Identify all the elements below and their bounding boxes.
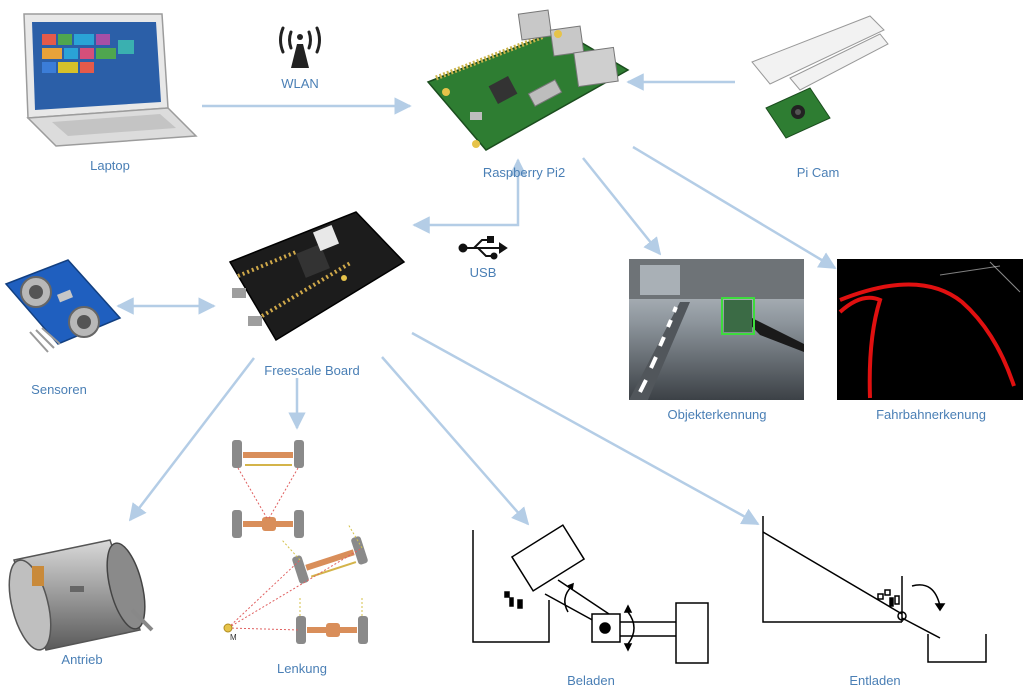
laptop-icon [23,13,198,147]
connection-arrows [116,73,837,526]
label-usb: USB [469,265,497,280]
label-sensoren: Sensoren [31,382,87,397]
unloading-diagram-icon [762,516,987,663]
label-fahrbahnerkenung: Fahrbahnerkenung [876,407,986,422]
arrow-freescale-to-beladen [381,356,530,526]
label-beladen: Beladen [567,673,615,688]
camera-icon [751,15,889,139]
steering-diagram-icon [223,440,368,644]
objekterkennung-image [629,259,804,400]
label-entladen: Entladen [849,673,901,688]
label-raspberry: Raspberry Pi2 [482,165,566,180]
arrow-freescale-to-antrieb [128,357,255,522]
label-wlan: WLAN [281,76,319,91]
label-laptop: Laptop [90,158,130,173]
motor-icon [8,539,154,651]
label-freescale: Freescale Board [264,363,360,378]
lenkung-point-label: M [230,633,237,642]
usb-icon [458,236,508,260]
label-picam: Pi Cam [796,165,840,180]
ultrasonic-sensor-icon [4,259,122,353]
label-antrieb: Antrieb [61,652,103,667]
label-objekterkennung: Objekterkennung [667,407,767,422]
raspberry-pi-icon [426,9,630,151]
detection-box [721,297,755,335]
label-lenkung: Lenkung [277,661,327,676]
arrow-rpi-freescale-usb [412,158,527,234]
arrow-rpi-to-objekterkennung [582,157,662,256]
arrow-rpi-to-fahrbahnerkenung [632,145,837,270]
loading-diagram-icon [472,524,709,664]
freescale-board-icon [228,211,406,342]
fahrbahnerkenung-image [837,259,1023,400]
wifi-icon [279,26,321,68]
arrow-freescale-to-entladen [411,331,760,526]
